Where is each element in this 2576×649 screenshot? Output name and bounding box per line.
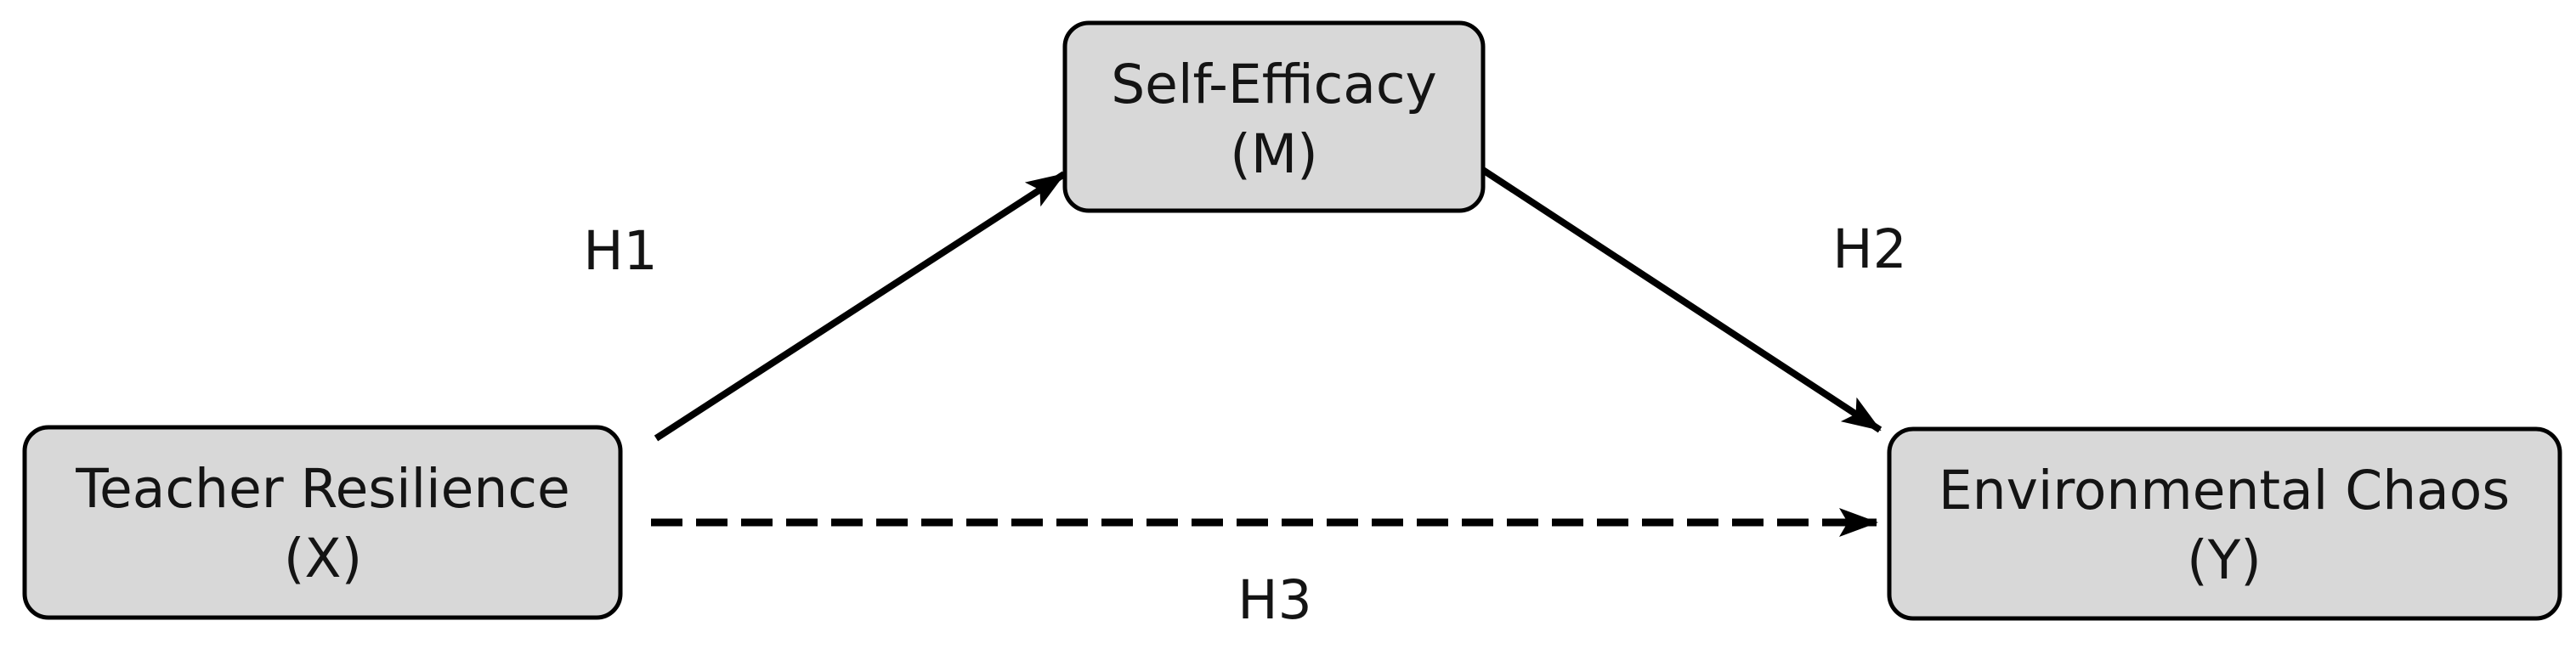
path-h1-label: H1 [583, 220, 657, 282]
path-h1-arrow [654, 171, 1067, 442]
node-mediator-symbol: (M) [1230, 123, 1318, 185]
node-predictor: Teacher Resilience (X) [22, 425, 623, 620]
node-predictor-box [22, 425, 623, 620]
node-mediator: Self-Efficacy (M) [1062, 20, 1486, 213]
node-predictor-name: Teacher Resilience [75, 458, 570, 520]
node-outcome-name: Environmental Chaos [1939, 460, 2510, 522]
path-h2-label: H2 [1832, 218, 1906, 280]
path-h2-arrow [1469, 159, 1882, 433]
node-mediator-box [1062, 20, 1486, 213]
path-h3-label: H3 [1237, 569, 1311, 631]
node-outcome: Environmental Chaos (Y) [1887, 426, 2562, 621]
node-outcome-box [1887, 426, 2562, 621]
node-predictor-symbol: (X) [284, 528, 362, 590]
node-mediator-name: Self-Efficacy [1111, 54, 1437, 116]
node-outcome-symbol: (Y) [2187, 529, 2262, 591]
